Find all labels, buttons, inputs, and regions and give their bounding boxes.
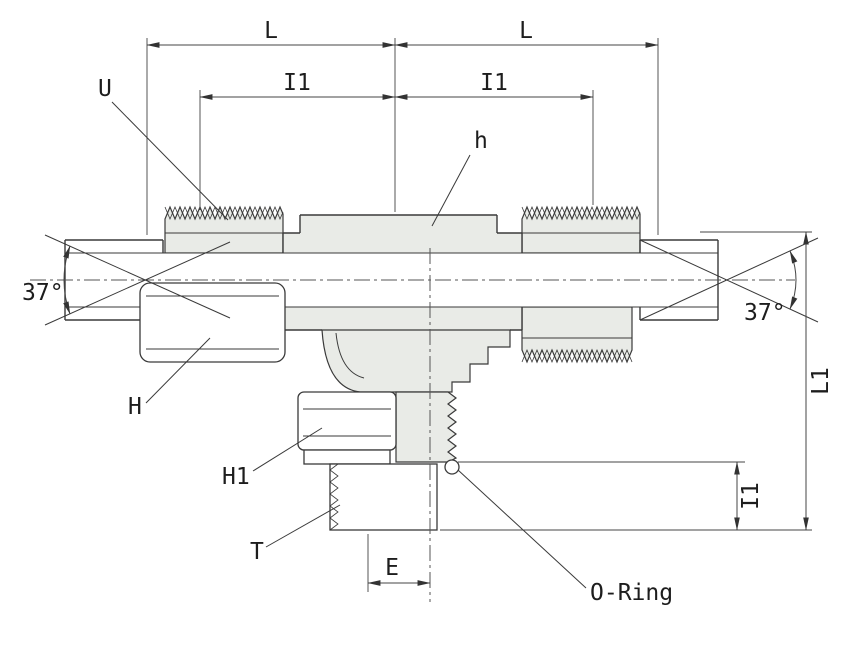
centerlines: [30, 248, 795, 602]
flare-angle-arc-right: [789, 250, 798, 310]
dim-label-I1-vertical: I1: [738, 482, 764, 510]
right-nut-knurl-section: [521, 205, 641, 254]
callout-H-leader-line: [145, 337, 211, 404]
flare-angle-arc-left: [63, 245, 71, 315]
callout-label-U: U: [98, 76, 112, 102]
knurl-band-lines: [165, 232, 640, 339]
left-hex-nut: [139, 282, 286, 363]
callout-label-H: H: [128, 394, 142, 420]
body-top-flat: [300, 215, 497, 233]
branch-stud-thread-section: [395, 391, 458, 463]
callout-T-leader-line: [265, 504, 341, 548]
flare-angle-construction-lines: [44, 234, 819, 326]
angle-label-left: 37°: [22, 280, 64, 306]
knurl-crosshatch-left: [164, 205, 284, 221]
dimensions: L L I1 I1 L1 I1 E: [146, 18, 834, 592]
callout-label-H1: H1: [222, 464, 250, 490]
elbow-inner-line: [335, 332, 365, 379]
callout-U-leader-line: [111, 101, 229, 221]
branch-elbow-section: [321, 329, 511, 393]
seal-washer: [303, 449, 391, 465]
dim-label-L-left: L: [264, 18, 278, 44]
knurl-crosshatch-right-top: [521, 205, 641, 221]
dim-label-I1-left: I1: [283, 70, 311, 96]
callout-label-T: T: [250, 539, 264, 565]
extension-lines: [146, 38, 812, 592]
left-nut-knurl-section: [164, 205, 284, 254]
callouts: U h H H1 T O-Ring: [98, 76, 673, 606]
callout-label-h: h: [474, 128, 488, 154]
dim-label-L-right: L: [519, 18, 533, 44]
dim-label-L1: L1: [808, 367, 834, 395]
dim-label-E: E: [385, 555, 399, 581]
angle-label-right: 37°: [744, 300, 786, 326]
fitting-geometry: [64, 205, 719, 531]
callout-o-ring-leader-line: [457, 469, 587, 589]
dim-label-I1-right: I1: [480, 70, 508, 96]
callout-H1-leader-line: [252, 427, 323, 472]
branch-locknut-hex: [297, 391, 397, 451]
flare-angle-annotations: 37° 37°: [22, 234, 819, 326]
o-ring: [444, 459, 460, 475]
threaded-stud-thread-profile: [329, 463, 339, 531]
callout-label-o-ring: O-Ring: [590, 580, 673, 606]
knurl-crosshatch-right-bottom: [521, 348, 633, 364]
left-hex-nut-flat-lines: [146, 295, 279, 350]
threaded-stud: [329, 463, 438, 531]
branch-locknut-flat-lines: [303, 408, 391, 437]
callout-h-leader-line: [431, 154, 471, 227]
